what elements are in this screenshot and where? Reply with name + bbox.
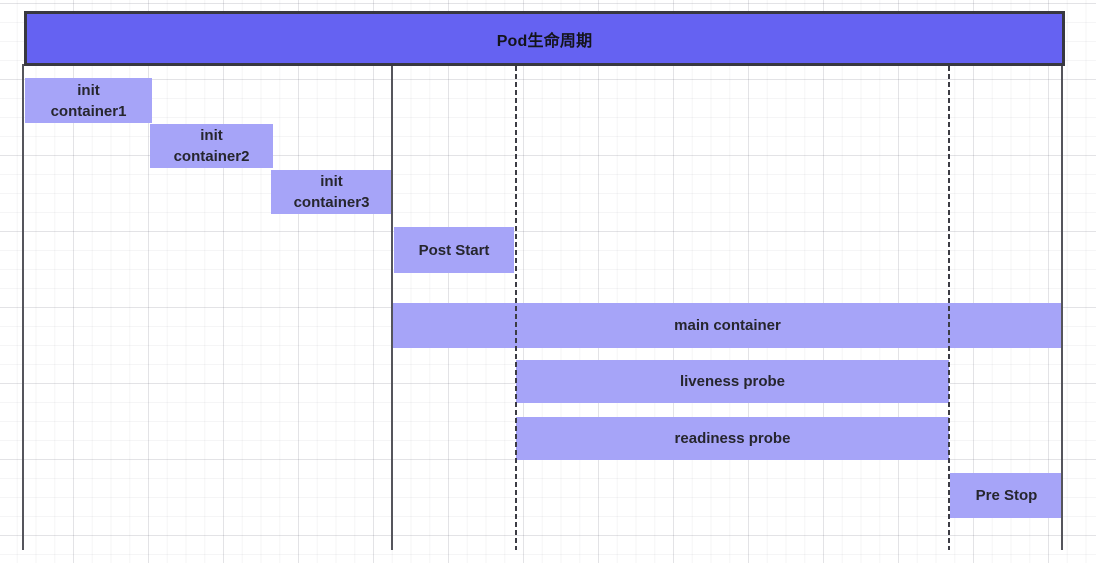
init-main-divider-line: [391, 66, 393, 550]
bar-pre-stop: Pre Stop: [950, 473, 1063, 518]
bar-main-container: main container: [392, 303, 1063, 348]
chart-left-border-line: [22, 64, 24, 550]
prestop-start-dashed-line: [948, 66, 950, 550]
bar-liveness-probe: liveness probe: [516, 360, 949, 403]
diagram-title: Pod生命周期: [496, 32, 593, 50]
bar-init-container3: init container3: [271, 170, 392, 214]
bar-init-container1: init container1: [25, 78, 152, 123]
chart-right-border-line: [1061, 64, 1063, 550]
bar-post-start: Post Start: [394, 227, 514, 273]
poststart-end-dashed-line: [515, 66, 517, 550]
bar-init-container2: init container2: [150, 124, 273, 168]
bar-readiness-probe: readiness probe: [516, 417, 949, 460]
diagram-title-bar: Pod生命周期: [24, 11, 1065, 66]
